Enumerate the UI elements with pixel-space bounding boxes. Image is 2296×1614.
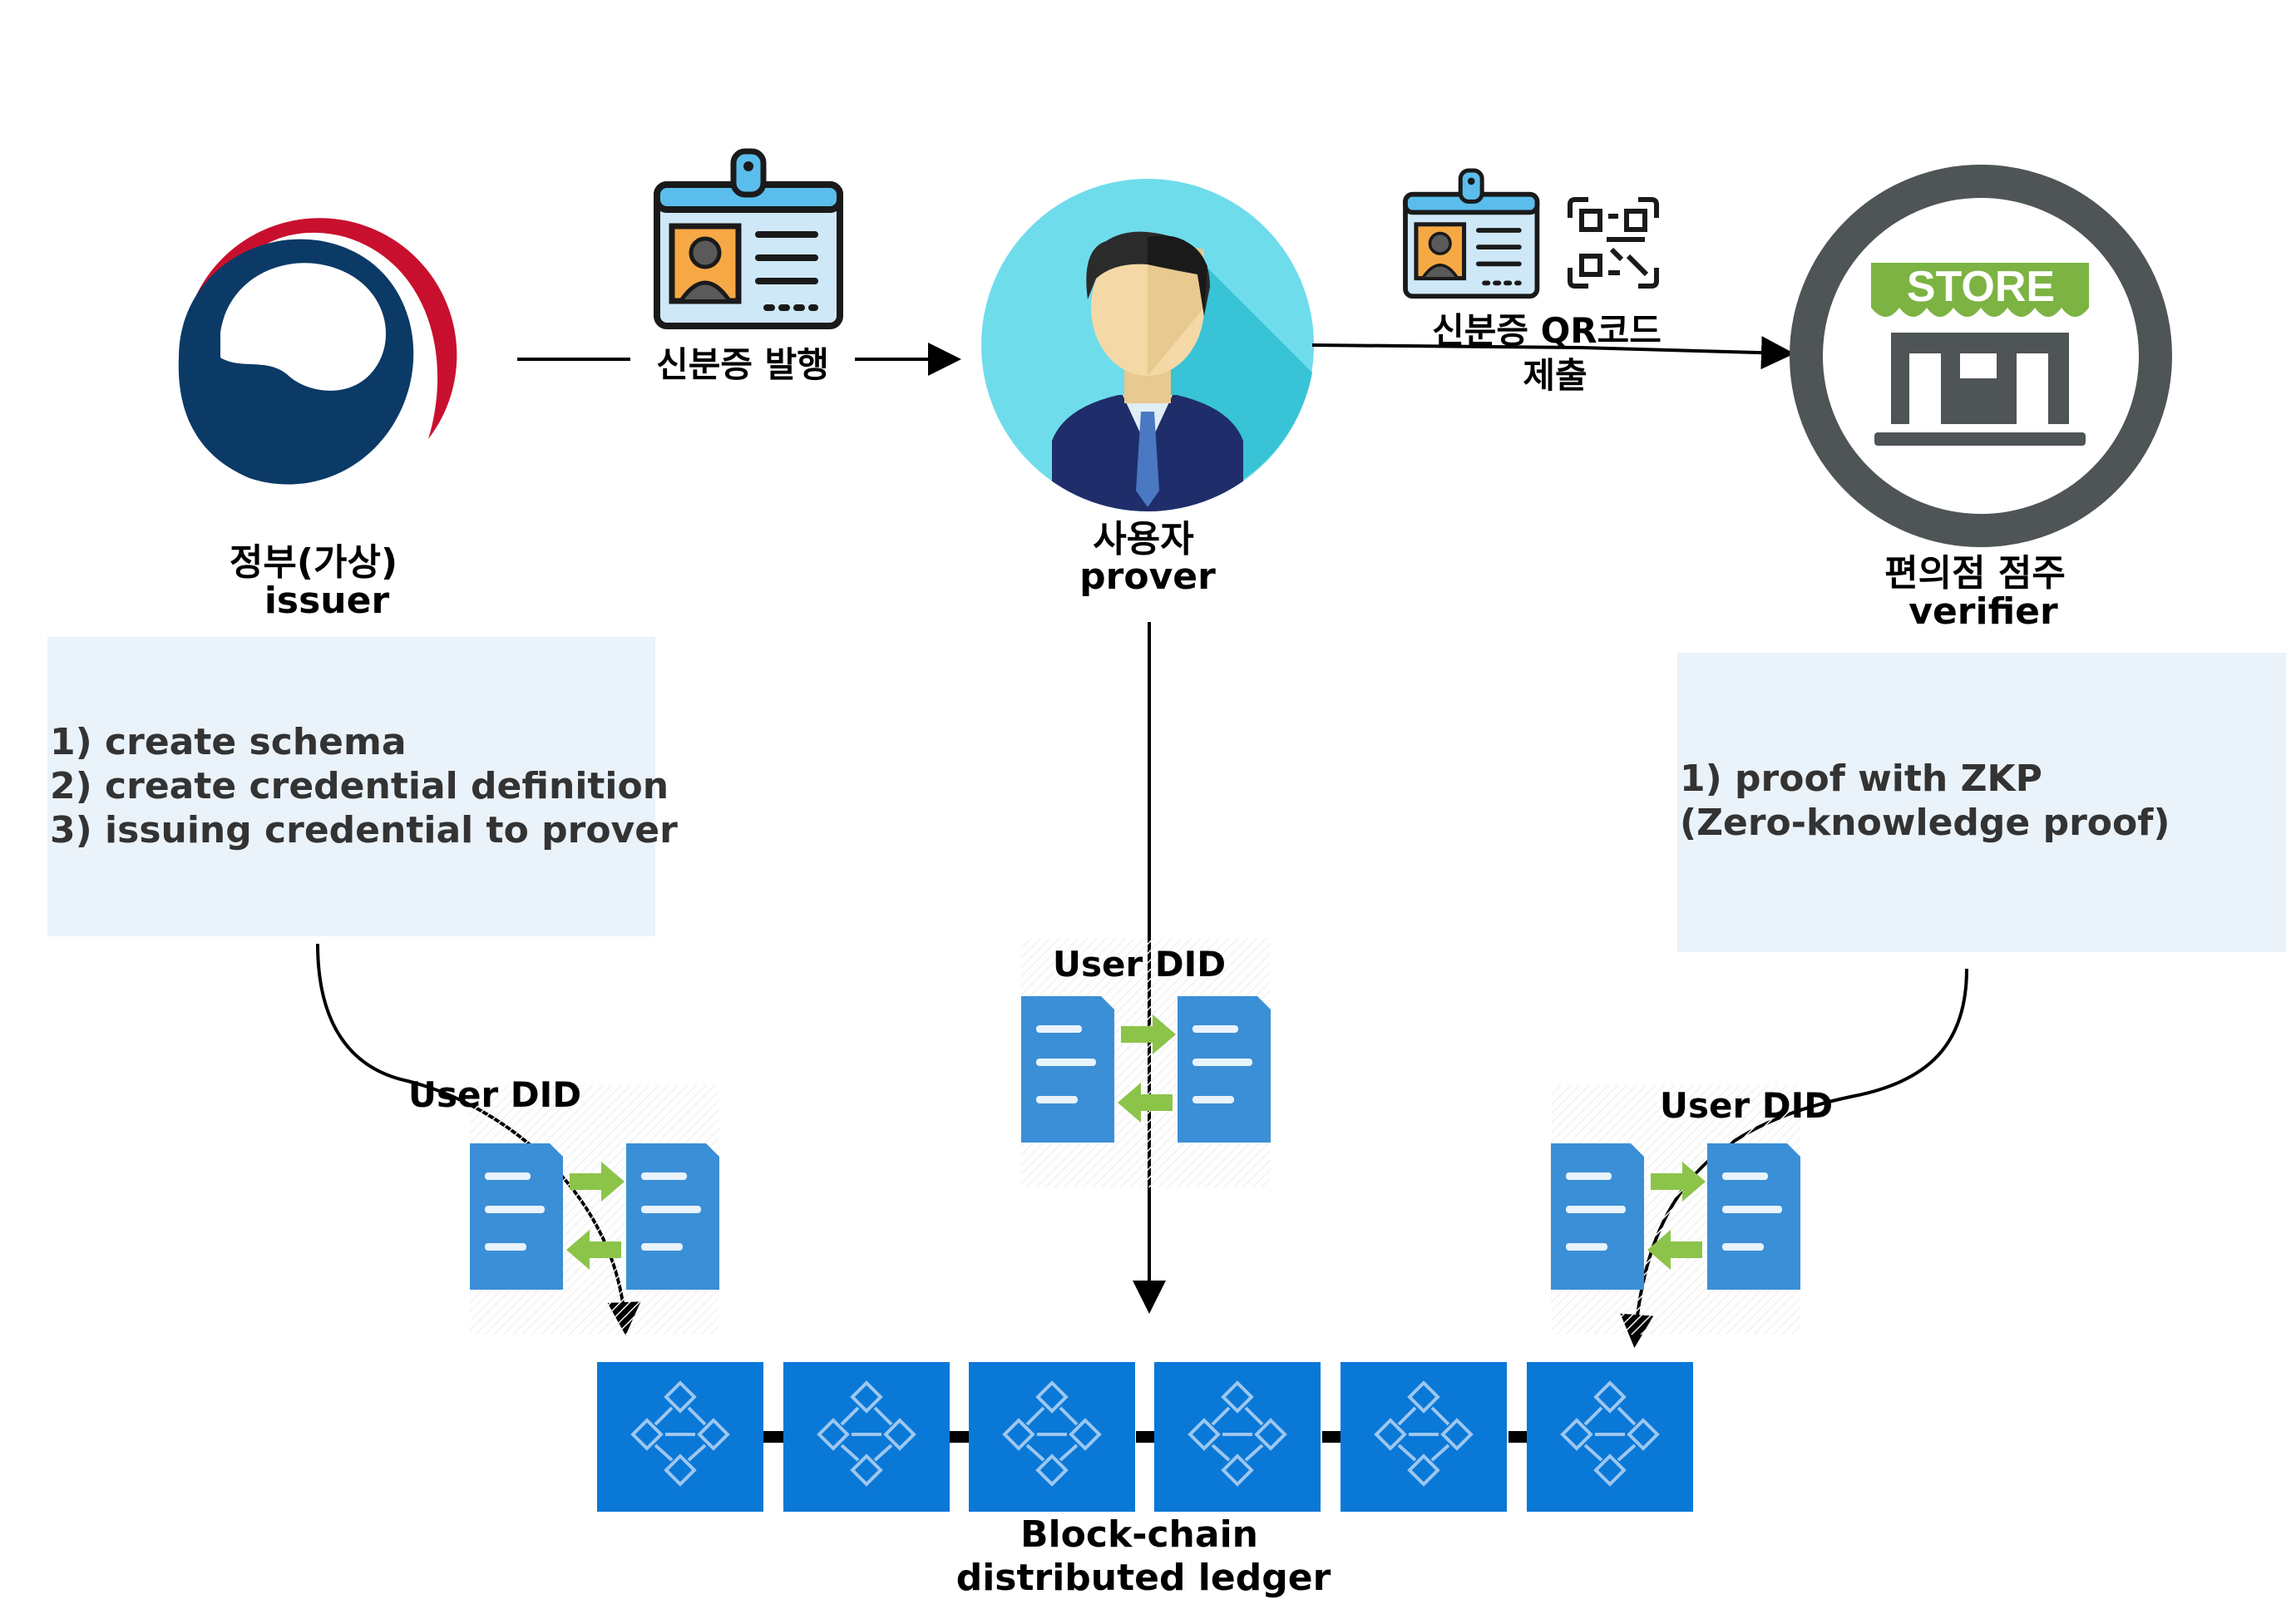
document-exchange-icon [470,1085,719,1335]
blockchain-node-icon [595,1360,765,1513]
issuer-step-3: 3) issuing credential to prover [50,809,678,851]
id-card-icon [657,151,840,326]
user-avatar-icon [981,179,1314,511]
verifier-steps: 1) proof with ZKP (Zero-knowledge proof) [1680,757,2170,845]
verifier-step-1: 1) proof with ZKP [1680,758,2042,800]
blockchain-node-icon [782,1360,951,1513]
id-card-icon [1405,170,1537,296]
store-sign: STORE [1907,263,2055,311]
issue-arrow-label: 신분증 발행 [630,337,855,387]
prover-label-ko: 사용자 [1093,518,1194,560]
issuer-did-label: User DID [407,1074,582,1115]
blockchain-node-icon [967,1360,1137,1513]
issuer-steps-box [47,637,655,936]
verifier-label-en: verifier [1908,590,2058,633]
verifier-step-2: (Zero-knowledge proof) [1680,802,2170,844]
issuer-label-ko: 정부(가상) [229,541,398,584]
blockchain-node-icon [1525,1360,1695,1513]
verifier-did-label: User DID [1659,1085,1834,1126]
blockchain-label-2: distributed ledger [955,1557,1331,1599]
prover-did-label: User DID [1052,944,1227,985]
blockchain-node-icon [1339,1360,1508,1513]
blockchain-label-1: Block-chain [1020,1513,1258,1556]
issuer-steps: 1) create schema 2) create credential de… [50,720,678,852]
government-emblem-icon [178,218,457,499]
verifier-label-ko: 편의점 점주 [1884,552,2066,595]
submit-arrow-label-2: 제출 [1523,355,1587,396]
submit-arrow-label-1: 신분증 QR코드 [1432,310,1662,351]
issuer-label-en: issuer [264,580,390,622]
issuer-step-1: 1) create schema [50,721,407,763]
qr-code-icon [1568,197,1659,289]
submit-arrow [1311,336,1795,370]
verifier-steps-box [1677,653,2286,952]
blockchain [595,1360,1695,1513]
store-icon [1790,165,2172,547]
prover-label-en: prover [1079,555,1216,598]
blockchain-node-icon [1153,1360,1322,1513]
issuer-step-2: 2) create credential definition [50,765,669,807]
